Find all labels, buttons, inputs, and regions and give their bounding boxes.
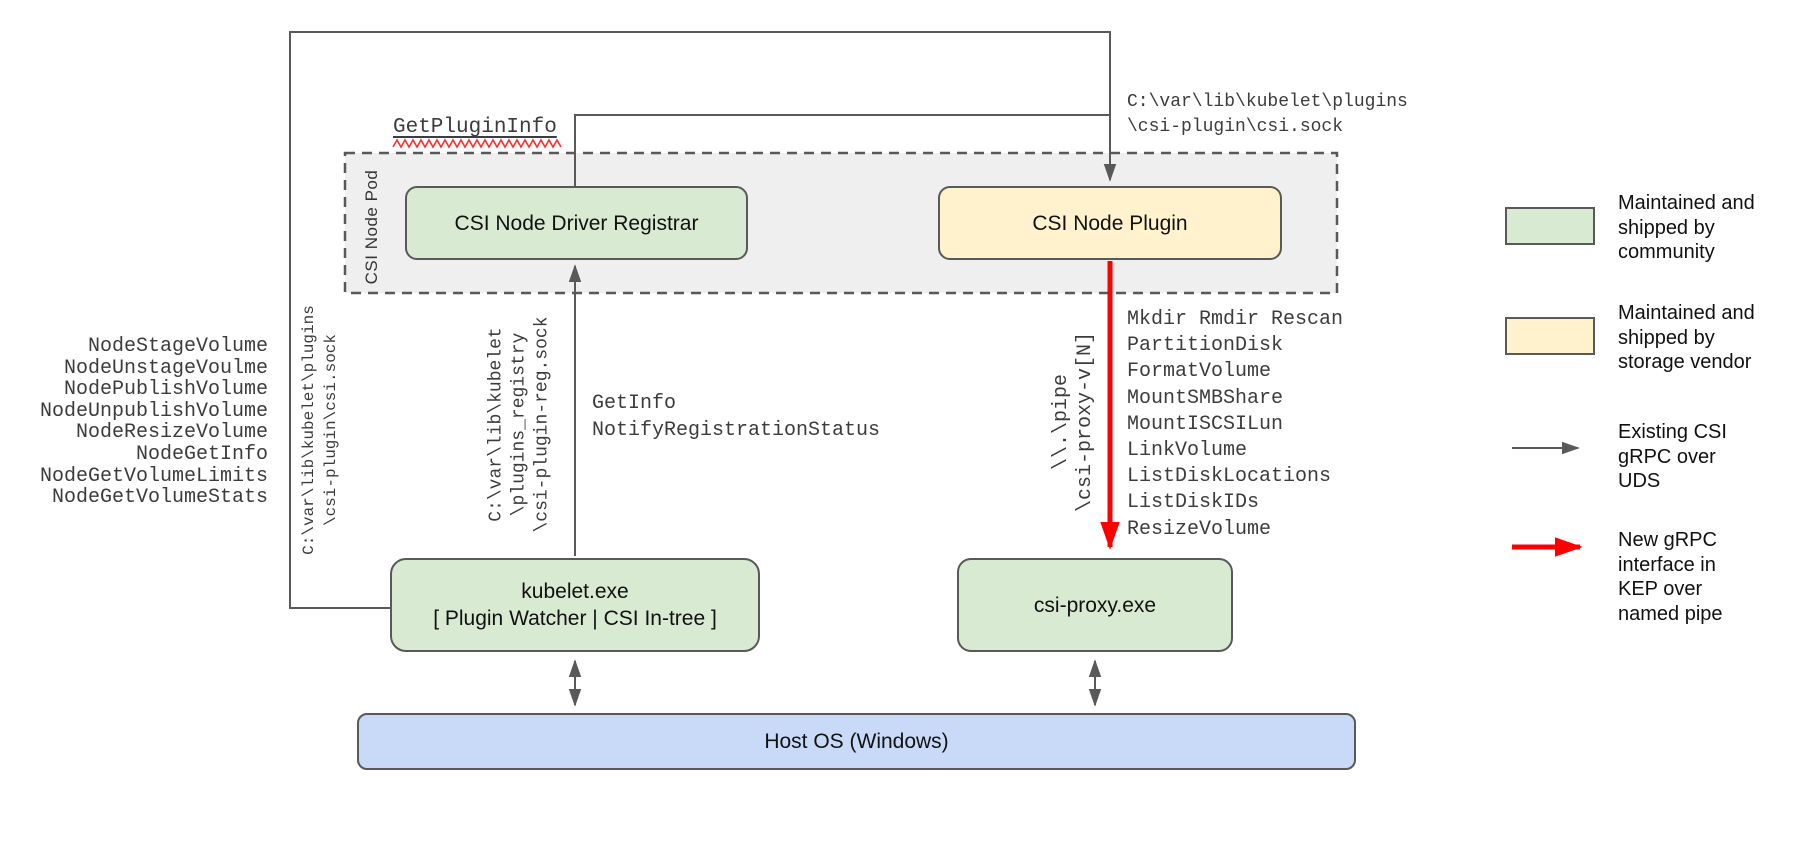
kubelet-csi-methods-list: NodeStageVolume NodeUnstageVoulme NodePu… [39,335,268,510]
host-os-box: Host OS (Windows) [357,713,1356,770]
host-os-label: Host OS (Windows) [764,730,949,753]
registrar-to-plugin-connector [574,114,1110,187]
plugin-label: CSI Node Plugin [1032,211,1188,235]
csi-sock-path-rotated-label: C:\var\lib\kubelet\plugins \csi-plugin\c… [300,305,340,555]
kubelet-to-plugin-connector [289,31,1117,609]
csi-proxy-label: csi-proxy.exe [1033,593,1157,617]
kubelet-label-line1: kubelet.exe [521,580,629,603]
registrar-label: CSI Node Driver Registrar [454,211,699,235]
get-plugin-info-label: GetPluginInfo [393,116,557,139]
csi-node-pod-label: CSI Node Pod [362,169,381,285]
legend-vendor-swatch [1505,317,1595,355]
registration-sock-path-rotated-label: C:\var\lib\kubelet \plugins_registry \cs… [486,316,553,533]
kubelet-box: kubelet.exe [ Plugin Watcher | CSI In-tr… [390,558,760,652]
csi-sock-path-label: C:\var\lib\kubelet\plugins \csi-plugin\c… [1127,92,1408,137]
legend-community-swatch [1505,207,1595,245]
registration-methods-list: GetInfo NotifyRegistrationStatus [592,392,881,442]
csi-node-plugin-box: CSI Node Plugin [938,186,1282,260]
legend-community-label: Maintained and shipped by community [1618,192,1755,263]
kubelet-label-line2: [ Plugin Watcher | CSI In-tree ] [433,607,717,630]
named-pipe-path-rotated-label: \\.\pipe \csi-proxy-v[N] [1050,331,1097,513]
csi-proxy-methods-list: Mkdir Rmdir Rescan PartitionDisk FormatV… [1127,308,1344,541]
spellcheck-squiggle-underline [392,138,562,149]
csi-proxy-box: csi-proxy.exe [957,558,1233,652]
csi-node-driver-registrar-box: CSI Node Driver Registrar [405,186,748,260]
legend-existing-grpc-label: Existing CSI gRPC over UDS [1618,421,1727,492]
legend-vendor-label: Maintained and shipped by storage vendor [1618,302,1755,373]
legend-new-grpc-label: New gRPC interface in KEP over named pip… [1618,529,1723,625]
